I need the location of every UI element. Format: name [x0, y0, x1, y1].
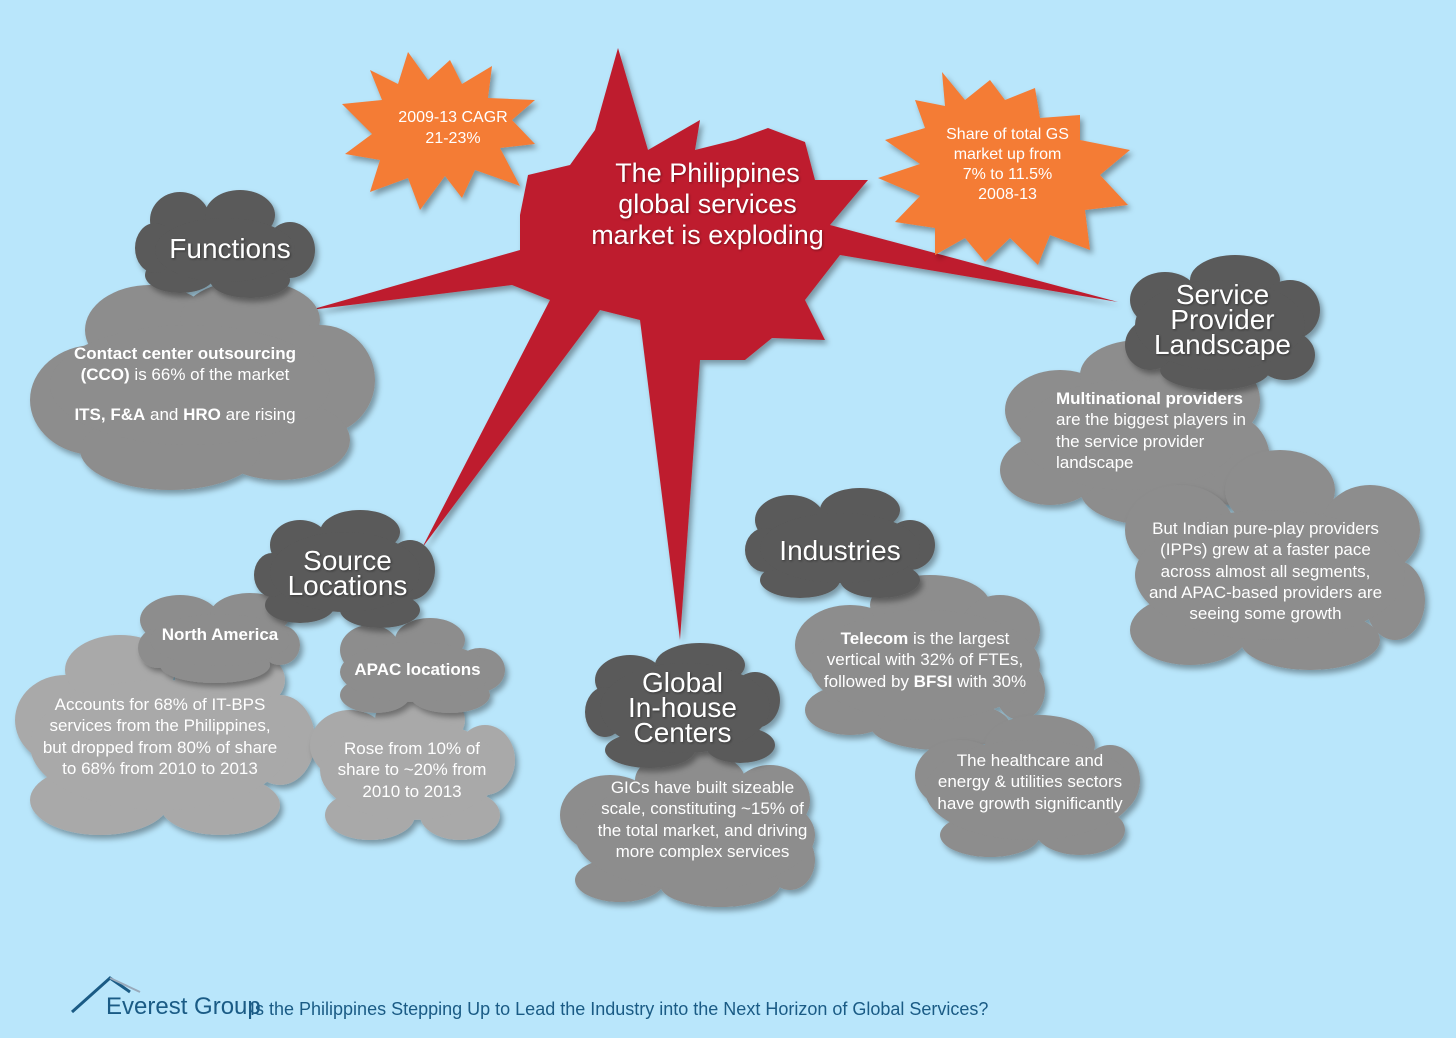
apac-cloud	[310, 690, 515, 840]
functions-text: Contact center outsourcing (CCO) is 66% …	[55, 343, 315, 425]
mnc-bold: Multinational providers	[1056, 389, 1244, 408]
ipp-text: But Indian pure-play providers (IPPs) gr…	[1148, 519, 1383, 623]
share-line4: 2008-13	[978, 186, 1037, 203]
source-locations-heading: Source Locations	[270, 545, 425, 602]
cco-statement: Contact center outsourcing (CCO) is 66% …	[55, 343, 315, 386]
cco-rest: is 66% of the market	[129, 365, 290, 385]
telecom-end: with 30%	[952, 671, 1027, 691]
gic-heading-line2: In-house	[628, 692, 737, 724]
functions-heading-cloud	[135, 190, 315, 298]
gic-heading: Global In-house Centers	[600, 667, 765, 749]
gic-heading-line1: Global	[642, 667, 723, 698]
gic-text: GICs have built sizeable scale, constitu…	[597, 778, 808, 861]
service-provider-heading: Service Provider Landscape	[1140, 279, 1305, 361]
share-line2: market up from	[953, 146, 1062, 163]
center-burst-shape	[310, 48, 1118, 640]
telecom-text: Telecom is the largest vertical with 32%…	[815, 628, 1035, 692]
mnc-text: Multinational providers are the biggest …	[1056, 388, 1246, 473]
bfsi-bold: BFSI	[913, 671, 953, 691]
source-locations-heading-line2: Locations	[287, 570, 408, 602]
source-locations-heading-line1: Source	[303, 545, 392, 576]
service-provider-heading-line2: Provider	[1170, 304, 1275, 336]
rising-statement: ITS, F&A and HRO are rising	[55, 404, 315, 425]
center-title: The Philippines global services market i…	[591, 158, 824, 251]
rising-rest: are rising	[220, 404, 296, 424]
service-provider-heading-cloud	[1125, 255, 1320, 390]
rising-and: and	[145, 404, 184, 424]
north-america-cloud	[15, 635, 315, 835]
apac-label-cloud	[340, 618, 505, 713]
source-locations-heading-cloud	[254, 510, 435, 628]
north-america-text: Accounts for 68% of IT-BPS services from…	[42, 695, 278, 778]
healthcare-cloud	[915, 715, 1140, 857]
gic-heading-line3: Centers	[633, 717, 732, 749]
footer-tagline: Is the Philippines Stepping Up to Lead t…	[250, 999, 989, 1019]
industries-heading: Industries	[779, 535, 901, 566]
telecom-mid: is the largest vertical with 32% of FTEs…	[823, 629, 1024, 691]
ipp-cloud	[1125, 450, 1425, 670]
share-line3: 7% to 11.5%	[962, 166, 1053, 183]
rising-its-bold: ITS, F&A	[74, 404, 146, 424]
cagr-line2: 21-23%	[425, 129, 481, 147]
cagr-line1: 2009-13 CAGR	[398, 109, 508, 126]
service-provider-heading-line1: Service	[1175, 279, 1270, 310]
cco-bold: Contact center outsourcing (CCO)	[74, 344, 296, 385]
service-provider-heading-line3: Landscape	[1153, 329, 1291, 361]
cagr-burst-text: 2009-13 CAGR 21-23%	[378, 108, 528, 150]
logo-mountain-icon	[70, 976, 141, 1014]
apac-text: Rose from 10% of share to ~20% from 2010…	[337, 739, 487, 801]
gic-body-cloud	[560, 750, 815, 907]
functions-heading: Functions	[169, 233, 291, 264]
industries-heading-cloud	[745, 488, 935, 598]
share-burst-shape	[878, 72, 1130, 265]
north-america-label-cloud	[138, 593, 300, 683]
everest-group-logo: Everest Group	[106, 993, 261, 1020]
gic-heading-cloud	[585, 643, 780, 768]
mnc-rest: are the biggest players in the service p…	[1056, 410, 1246, 472]
share-burst-text: Share of total GS market up from 7% to 1…	[920, 125, 1095, 205]
functions-body-cloud	[30, 280, 375, 490]
cagr-burst-shape	[342, 52, 535, 210]
share-line1: Share of total GS	[946, 126, 1069, 143]
apac-label: APAC locations	[354, 660, 481, 679]
rising-hro-bold: HRO	[183, 404, 221, 424]
telecom-bold: Telecom	[840, 629, 909, 648]
telecom-cloud	[795, 575, 1045, 750]
healthcare-text: The healthcare and energy & utilities se…	[937, 751, 1123, 813]
north-america-label: North America	[161, 625, 279, 644]
